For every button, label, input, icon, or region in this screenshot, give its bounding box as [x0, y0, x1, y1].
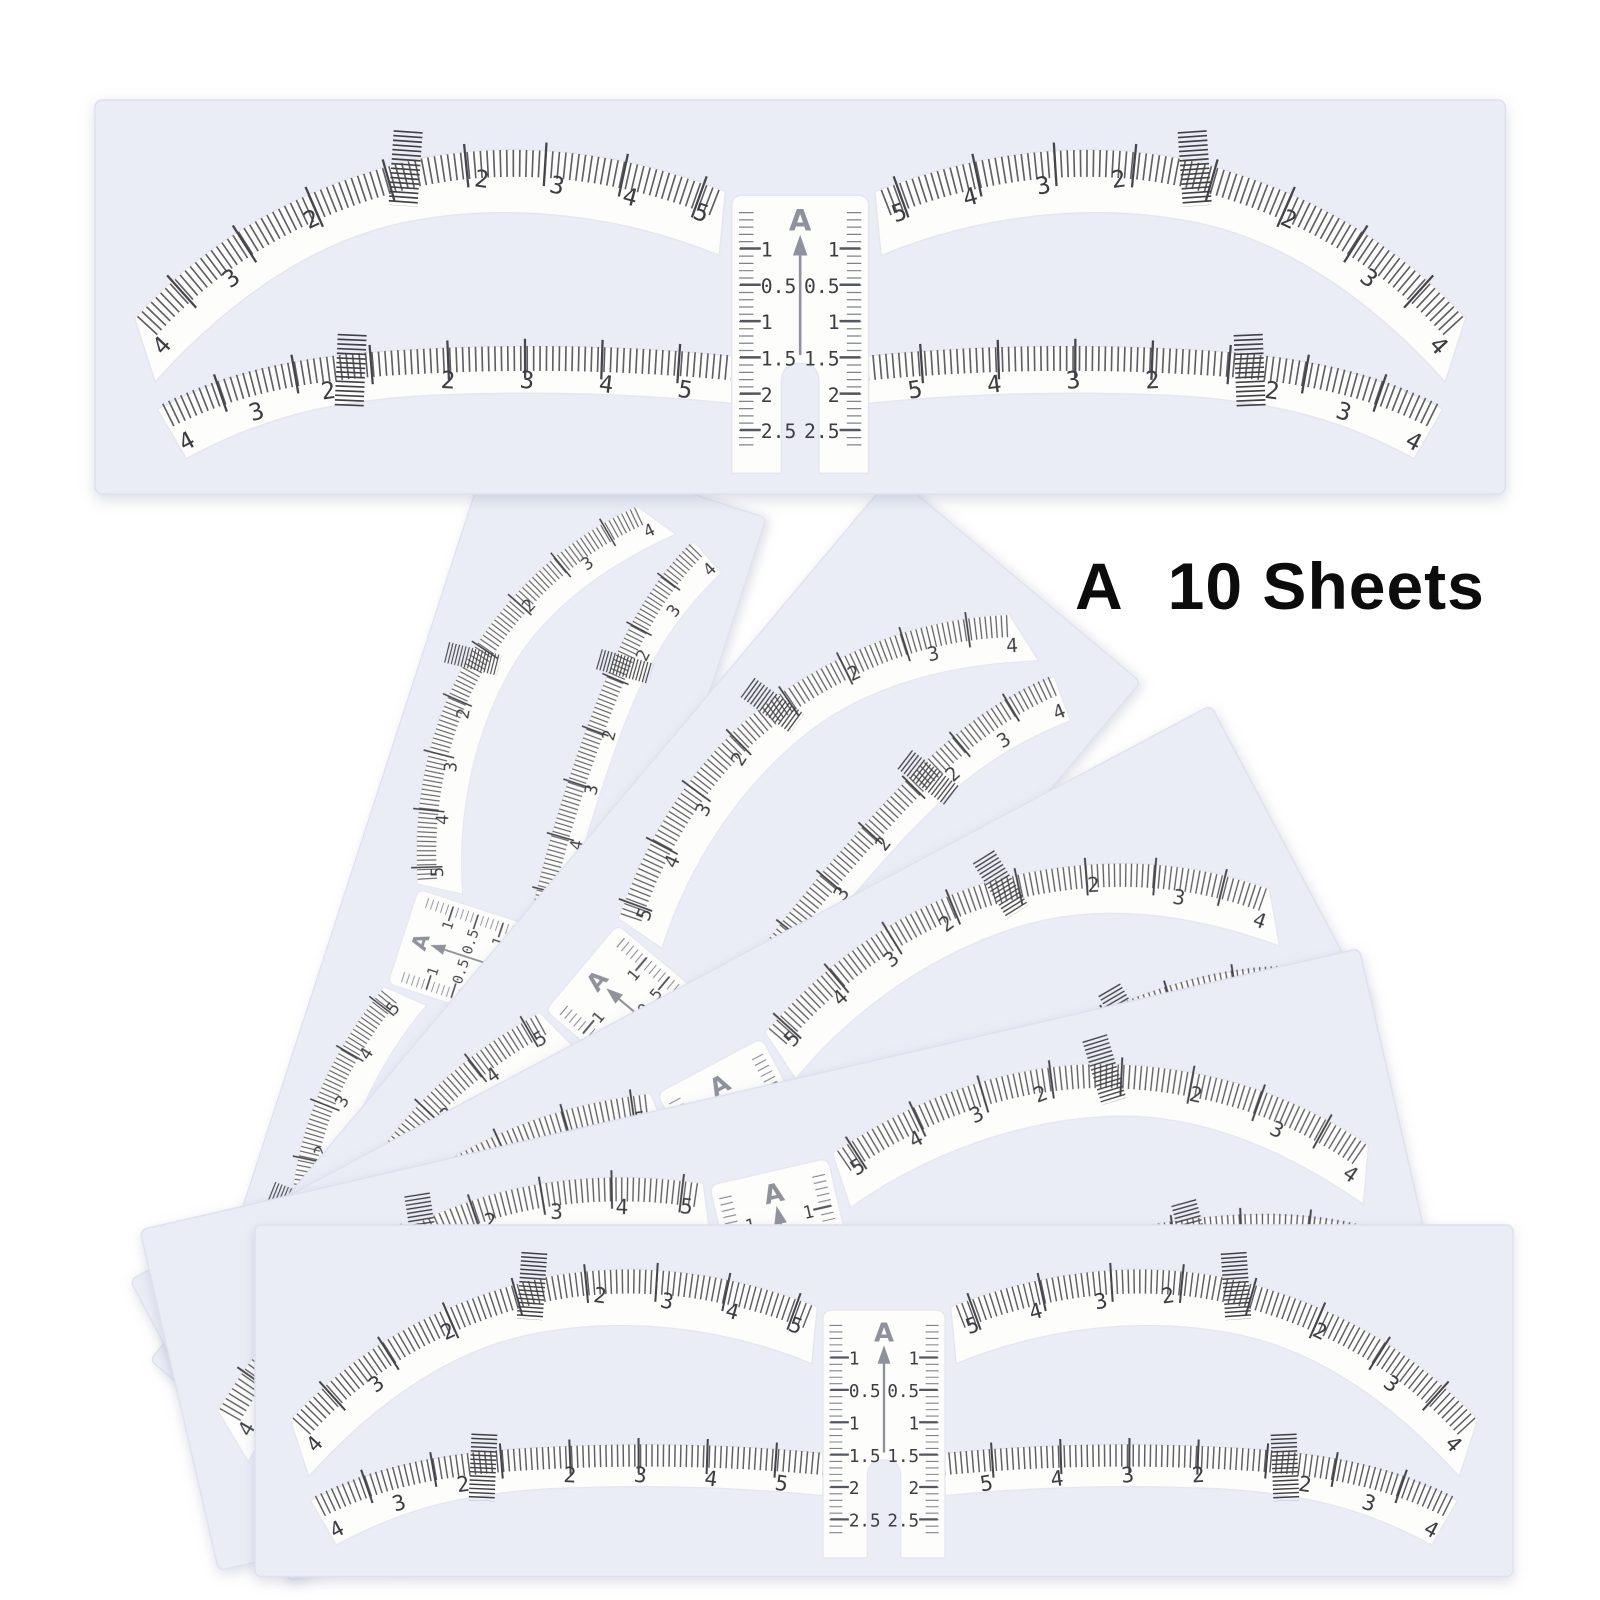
caption-style-letter: A — [1075, 549, 1124, 623]
caption-count-text: 10 Sheets — [1167, 549, 1485, 623]
bottom-sheet — [255, 1225, 1513, 1577]
caption: A 10 Sheets — [1075, 548, 1485, 624]
top-sheet — [95, 100, 1505, 494]
